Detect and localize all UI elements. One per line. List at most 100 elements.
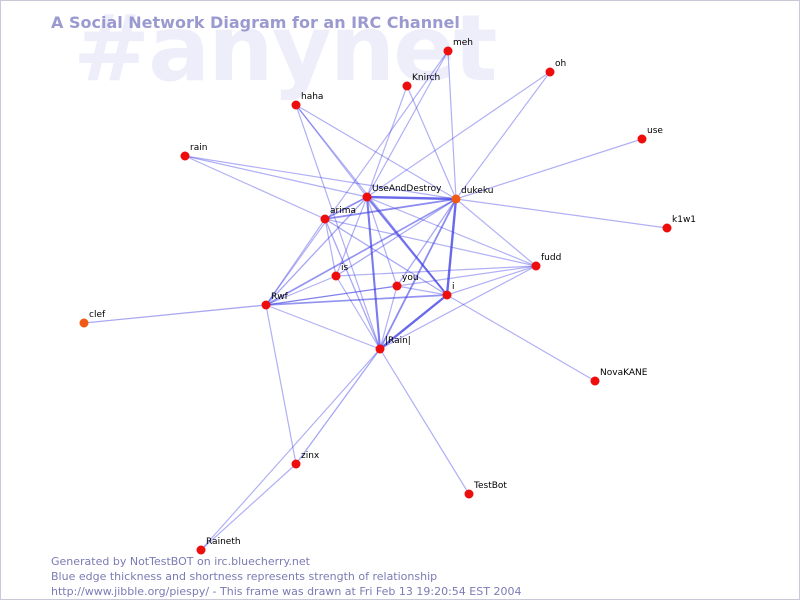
node-you: you [392, 273, 419, 291]
node-is: is [331, 263, 349, 281]
edge-Rwf-UseAndDestroy [265, 196, 368, 306]
node-Rwf: Rwf [261, 292, 289, 310]
node-dot [464, 489, 474, 499]
edge-is-fudd [335, 265, 537, 277]
edge-arima-fudd [324, 218, 537, 267]
node-label: i [452, 282, 455, 292]
node-label: haha [301, 92, 323, 102]
node-dot [291, 459, 301, 469]
edge-you-i [396, 285, 448, 296]
edge-Rain-fudd [379, 265, 537, 350]
edge-UseAndDestroy-arima [324, 196, 368, 220]
edge-Rwf-is [265, 275, 337, 306]
node-Rain: |Rain| [375, 336, 411, 354]
node-dukeku: dukeku [451, 186, 493, 204]
node-UseAndDestroy: UseAndDestroy [362, 184, 442, 202]
edge-UseAndDestroy-fudd [366, 196, 537, 267]
edge-you-Rain [379, 285, 398, 350]
edge-dukeku-meh [447, 50, 457, 200]
edge-dukeku-fudd [455, 198, 537, 267]
edge-haha-i [295, 104, 448, 296]
node-dot [590, 376, 600, 386]
node-k1w1: k1w1 [662, 215, 696, 233]
footer-generated-by: Generated by NotTestBOT on irc.bluecherr… [51, 555, 310, 568]
node-dot [375, 344, 385, 354]
edge-dukeku-Knirch [406, 85, 457, 200]
edge-haha-Rain [295, 104, 381, 350]
node-dot [637, 134, 647, 144]
node-label: is [341, 263, 349, 273]
edge-arima-rain [184, 155, 326, 220]
node-dot [180, 151, 190, 161]
node-dot [451, 194, 461, 204]
node-label: fudd [541, 253, 561, 263]
edge-arima-Rwf [265, 218, 326, 306]
node-oh: oh [545, 59, 566, 77]
node-Knirch: Knirch [402, 73, 440, 91]
page-title: A Social Network Diagram for an IRC Chan… [51, 13, 460, 32]
node-dot [531, 261, 541, 271]
edge-UseAndDestroy-Knirch [366, 85, 408, 198]
node-label: Knirch [412, 73, 440, 83]
node-label: k1w1 [672, 215, 696, 225]
node-TestBot: TestBot [464, 481, 507, 499]
edge-Rwf-clef [83, 304, 267, 324]
node-arima: arima [320, 206, 356, 224]
edge-i-NovaKANE [446, 294, 596, 382]
node-label: dukeku [461, 186, 493, 196]
edge-Rwf-dukeku [265, 198, 457, 306]
edge-dukeku-k1w1 [455, 198, 668, 229]
edge-is-dukeku [335, 198, 457, 277]
node-label: Rwf [271, 292, 289, 302]
node-label: Raineth [206, 537, 241, 547]
node-label: meh [453, 38, 473, 48]
footer-credits: Generated by NotTestBOT on irc.bluecherr… [51, 554, 521, 599]
edge-dukeku-rain [184, 155, 457, 200]
node-dot [545, 67, 555, 77]
edge-Rwf-meh [265, 50, 449, 306]
node-dot [331, 271, 341, 281]
edge-arima-i [324, 218, 448, 296]
node-label: zinx [301, 451, 320, 461]
footer-legend-note: Blue edge thickness and shortness repres… [51, 570, 438, 583]
edge-layer [83, 50, 668, 551]
node-rain: rain [180, 143, 207, 161]
edge-dukeku-oh [455, 71, 551, 200]
edge-UseAndDestroy-haha [295, 104, 368, 198]
node-label: |Rain| [385, 336, 411, 346]
node-dot [443, 46, 453, 56]
edge-Rain-TestBot [379, 348, 470, 495]
edge-UseAndDestroy-meh [366, 50, 449, 198]
edge-Rwf-Rain [265, 304, 381, 350]
footer-url-timestamp: http://www.jibble.org/piespy/ - This fra… [51, 585, 522, 598]
edge-dukeku-use [455, 138, 643, 200]
node-dot [402, 81, 412, 91]
node-clef: clef [79, 310, 106, 328]
edge-dukeku-i [445, 197, 458, 297]
edge-arima-is [324, 218, 337, 277]
node-zinx: zinx [291, 451, 320, 469]
edge-zinx-Raineth [200, 463, 297, 551]
node-label: arima [330, 206, 356, 216]
edge-UseAndDestroy-Rain [365, 195, 382, 351]
node-label: you [402, 273, 419, 283]
edge-is-UseAndDestroy [335, 196, 368, 277]
edge-zinx-Rwf [265, 304, 297, 465]
edge-Rain-zinx [295, 348, 381, 465]
node-use: use [637, 126, 663, 144]
node-haha: haha [291, 92, 323, 110]
node-Raineth: Raineth [196, 537, 241, 555]
node-label: rain [190, 143, 207, 153]
node-dot [320, 214, 330, 224]
node-label: clef [89, 310, 106, 320]
node-label: oh [555, 59, 566, 69]
node-label: TestBot [473, 481, 507, 491]
node-label: use [647, 126, 663, 136]
node-dot [392, 281, 402, 291]
edge-i-Rain [378, 293, 449, 351]
node-dot [291, 100, 301, 110]
node-label: UseAndDestroy [372, 184, 442, 194]
